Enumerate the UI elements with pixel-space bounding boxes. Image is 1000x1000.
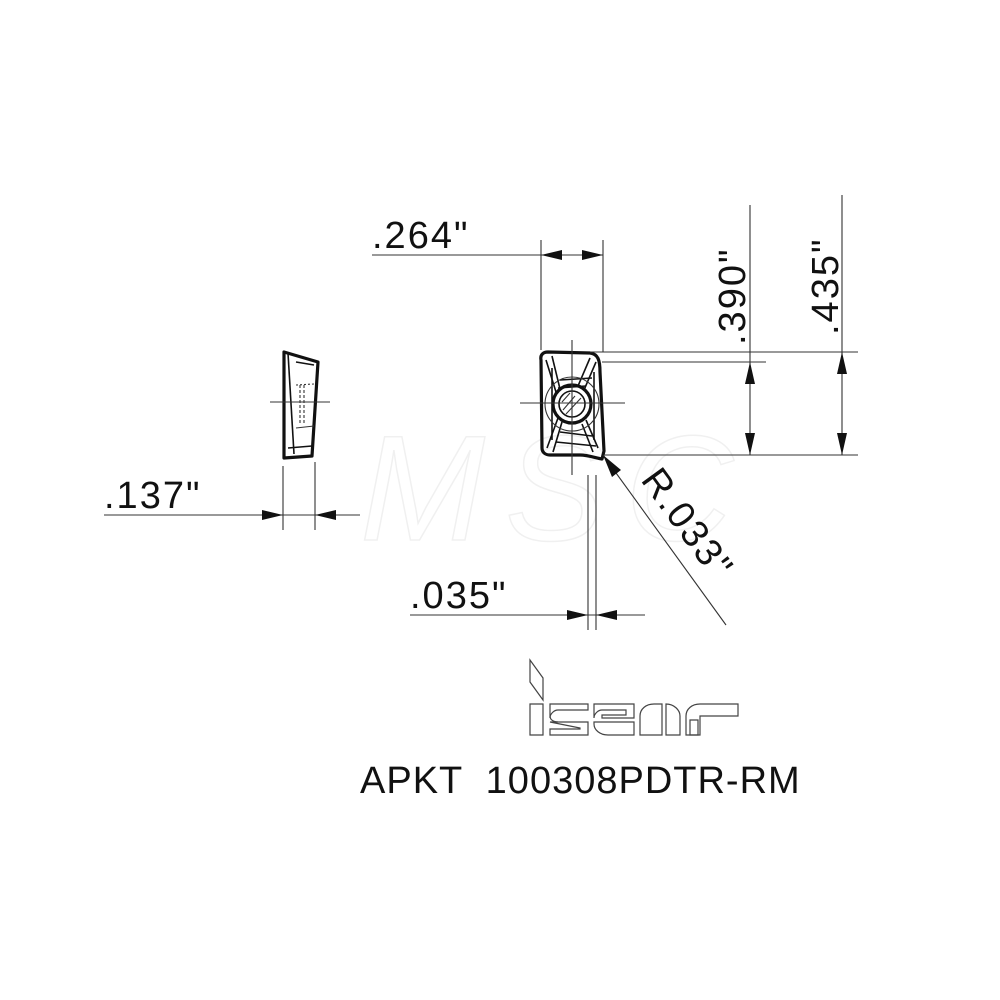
land-width-label: .035"	[410, 575, 507, 617]
side-view	[270, 350, 330, 530]
thickness-dimension: .137"	[104, 475, 360, 520]
watermark-text: MSC	[360, 404, 753, 572]
overall-length-label: .435"	[805, 238, 847, 335]
overall-length-dimension: .435"	[805, 195, 847, 455]
width-dimension: .264"	[372, 215, 603, 260]
part-number: APKT 100308PDTR-RM	[360, 760, 801, 802]
thickness-label: .137"	[104, 475, 201, 517]
width-label: .264"	[372, 215, 469, 257]
inner-length-dimension: .390"	[712, 205, 755, 455]
iscar-logo	[529, 658, 739, 736]
top-view	[520, 240, 858, 630]
inner-length-label: .390"	[712, 248, 754, 345]
land-width-dimension: .035"	[410, 575, 645, 620]
